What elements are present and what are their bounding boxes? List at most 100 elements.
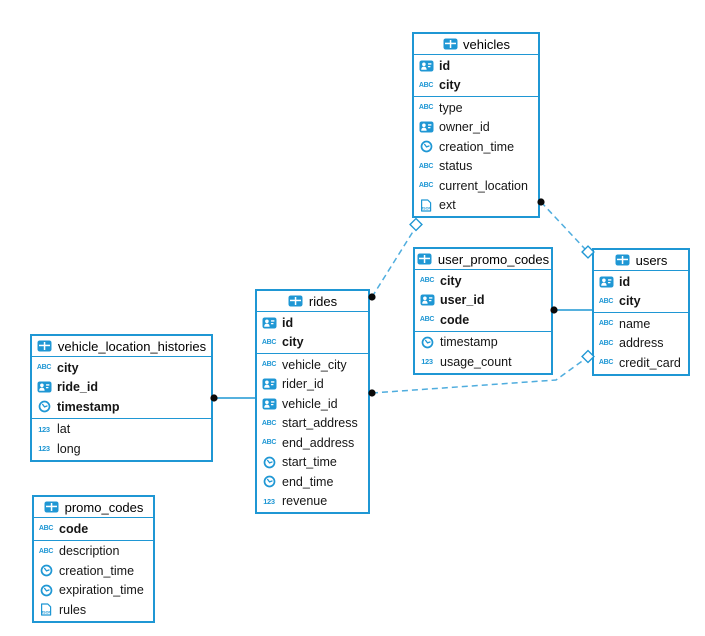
table-icon — [417, 253, 433, 265]
clock-icon — [36, 400, 52, 413]
column-row[interactable]: end_time — [257, 472, 368, 492]
column-row[interactable]: creation_time — [414, 137, 538, 157]
123-icon: 123 — [263, 496, 275, 506]
column-row[interactable]: ride_id — [32, 378, 211, 398]
column-row[interactable]: ABC credit_card — [594, 353, 688, 373]
abc-icon: ABC — [598, 339, 614, 347]
clock-icon — [38, 564, 54, 577]
relation-diamond-end — [409, 217, 423, 232]
person-id-icon — [419, 294, 435, 306]
abc-icon: ABC — [598, 320, 614, 328]
clock-icon — [419, 336, 435, 349]
column-name: owner_id — [439, 120, 490, 135]
relation-user-promo-codes-users[interactable] — [550, 306, 592, 314]
table-icon — [288, 295, 304, 307]
column-name: lat — [57, 422, 71, 437]
abc-icon: ABC — [418, 182, 434, 190]
abc-icon: ABC — [36, 364, 52, 372]
abc-icon: ABC — [598, 297, 614, 305]
column-row[interactable]: expiration_time — [34, 581, 153, 601]
column-name: user_id — [440, 293, 485, 308]
column-name: type — [439, 100, 463, 115]
column-name: name — [619, 316, 651, 331]
table-header[interactable]: vehicles — [414, 34, 538, 55]
table-title: promo_codes — [64, 499, 144, 515]
table-header[interactable]: vehicle_location_histories — [32, 336, 211, 357]
column-name: end_time — [282, 474, 334, 489]
column-row[interactable]: timestamp — [32, 397, 211, 417]
table-header[interactable]: user_promo_codes — [415, 249, 551, 270]
column-row[interactable]: user_id — [415, 291, 551, 311]
json-doc-icon: JSON — [38, 603, 54, 616]
column-row[interactable]: id — [257, 313, 368, 333]
column-name: id — [619, 274, 631, 289]
column-name: timestamp — [57, 399, 120, 414]
column-row[interactable]: ABC status — [414, 157, 538, 177]
table-title: rides — [308, 293, 338, 309]
column-row[interactable]: id — [414, 56, 538, 76]
column-row[interactable]: ABC name — [594, 314, 688, 334]
column-row[interactable]: id — [594, 272, 688, 292]
table-header[interactable]: promo_codes — [34, 497, 153, 518]
column-name: timestamp — [440, 335, 498, 350]
table-header[interactable]: rides — [257, 291, 368, 312]
column-row[interactable]: owner_id — [414, 118, 538, 138]
table-header[interactable]: users — [594, 250, 688, 271]
person-id-icon — [261, 317, 277, 329]
relation-vehicle-location-histories-rides[interactable] — [210, 394, 255, 402]
column-row[interactable]: rider_id — [257, 375, 368, 395]
column-name: id — [439, 58, 451, 73]
abc-icon: ABC — [598, 359, 614, 367]
column-row[interactable]: vehicle_id — [257, 394, 368, 414]
abc-icon: ABC — [38, 547, 54, 555]
abc-icon: ABC — [261, 439, 277, 447]
clock-icon — [38, 584, 54, 597]
column-row[interactable]: start_time — [257, 453, 368, 473]
table-title: vehicle_location_histories — [57, 338, 207, 354]
person-id-icon — [418, 121, 434, 133]
column-name: city — [282, 335, 304, 350]
column-row[interactable]: creation_time — [34, 561, 153, 581]
abc-icon: ABC — [418, 162, 434, 170]
column-name: credit_card — [619, 355, 681, 370]
column-row[interactable]: timestamp — [415, 333, 551, 353]
column-name: creation_time — [59, 563, 135, 578]
clock-icon — [418, 140, 434, 153]
column-name: status — [439, 159, 473, 174]
column-name: city — [439, 78, 461, 93]
